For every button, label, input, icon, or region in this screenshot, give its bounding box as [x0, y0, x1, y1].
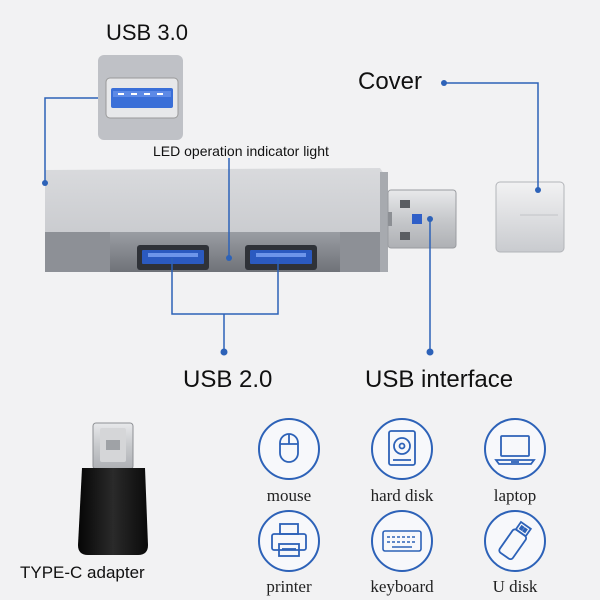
- device-label-keyboard: keyboard: [370, 577, 434, 596]
- type-c-adapter-label: TYPE-C adapter: [20, 563, 145, 582]
- usb-disk-icon: [484, 510, 546, 572]
- laptop-icon: [484, 418, 546, 480]
- device-label-hard-disk: hard disk: [370, 486, 434, 505]
- usb3-zoom-inset: [98, 55, 183, 140]
- device-label-laptop: laptop: [493, 486, 537, 505]
- keyboard-icon: [371, 510, 433, 572]
- usb3-label: USB 3.0: [106, 20, 188, 45]
- hard-disk-icon: [371, 418, 433, 480]
- usb-hub: [45, 168, 388, 272]
- device-label-printer: printer: [266, 577, 312, 596]
- usb2-label: USB 2.0: [183, 366, 273, 393]
- device-label-u-disk: U disk: [492, 577, 538, 596]
- device-label-mouse: mouse: [266, 486, 312, 505]
- usb2-port-left: [137, 245, 209, 270]
- usb-cover-cap: [495, 181, 565, 253]
- usb2-port-right: [245, 245, 317, 270]
- callout-lines: [44, 82, 539, 352]
- cover-label: Cover: [358, 68, 423, 95]
- usb-interface-label: USB interface: [365, 366, 514, 393]
- printer-icon: [258, 510, 320, 572]
- callout-dots: [42, 80, 541, 356]
- usb-a-plug: [387, 189, 457, 249]
- type-c-adapter: [78, 422, 148, 555]
- led-indicator-label: LED operation indicator light: [153, 143, 329, 159]
- mouse-icon: [258, 418, 320, 480]
